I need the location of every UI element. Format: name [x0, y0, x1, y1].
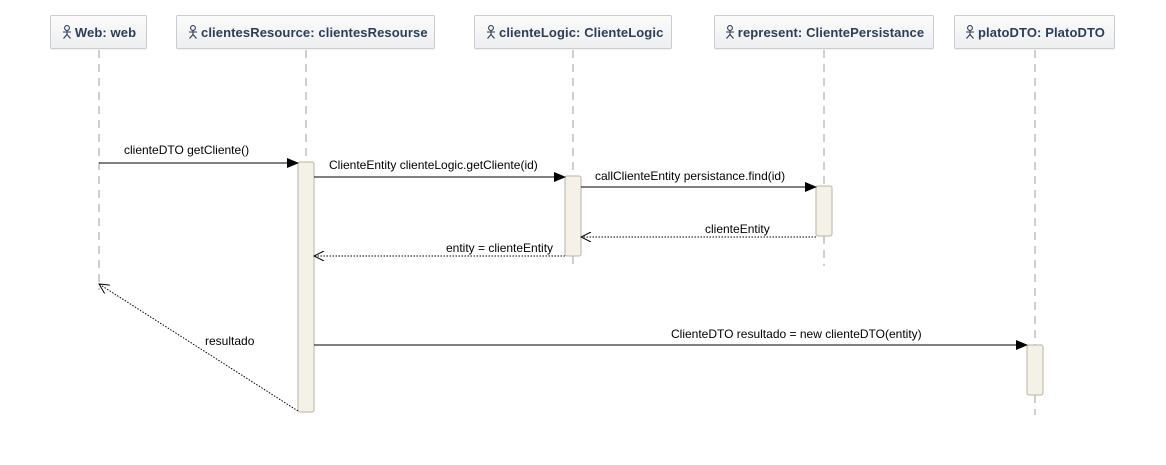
lifeline-header-dto[interactable]: platoDTO: PlatoDTO [954, 15, 1115, 49]
actor-icon [62, 25, 71, 39]
return-label-cliententity: clienteEntity [705, 222, 770, 236]
lifeline-label: Web: web [74, 24, 137, 40]
activation-dto[interactable] [1026, 344, 1044, 396]
message-label-logic-getcliente: ClienteEntity clienteLogic.getCliente(id… [329, 158, 538, 172]
message-label-getcliente: clienteDTO getCliente() [124, 143, 249, 157]
lifeline-label: represent: ClientePersistance [737, 24, 925, 40]
message-label-new-dto: ClienteDTO resultado = new clienteDTO(en… [671, 327, 922, 341]
lifeline-label: clientesResource: clientesResourse [201, 24, 428, 40]
return-arrow-resultado[interactable] [99, 284, 299, 412]
actor-icon [189, 25, 197, 39]
actor-icon [966, 25, 974, 39]
return-label-entity: entity = clienteEntity [446, 241, 553, 255]
lifeline-label: clienteLogic: ClienteLogic [499, 24, 664, 40]
lifeline-header-logic[interactable]: clienteLogic: ClienteLogic [474, 15, 672, 49]
lifeline-header-web[interactable]: Web: web [50, 15, 147, 49]
lifeline-header-resource[interactable]: clientesResource: clientesResourse [176, 15, 435, 49]
activation-persist[interactable] [815, 185, 833, 237]
actor-icon [487, 25, 495, 39]
actor-icon [725, 25, 734, 39]
lifeline-header-persist[interactable]: represent: ClientePersistance [714, 15, 934, 49]
lifeline-label: platoDTO: PlatoDTO [978, 24, 1105, 40]
return-label-resultado: resultado [205, 334, 255, 348]
message-label-find: callClienteEntity persistance.find(id) [595, 169, 785, 183]
activation-logic[interactable] [564, 175, 582, 257]
activation-resource[interactable] [297, 161, 315, 413]
